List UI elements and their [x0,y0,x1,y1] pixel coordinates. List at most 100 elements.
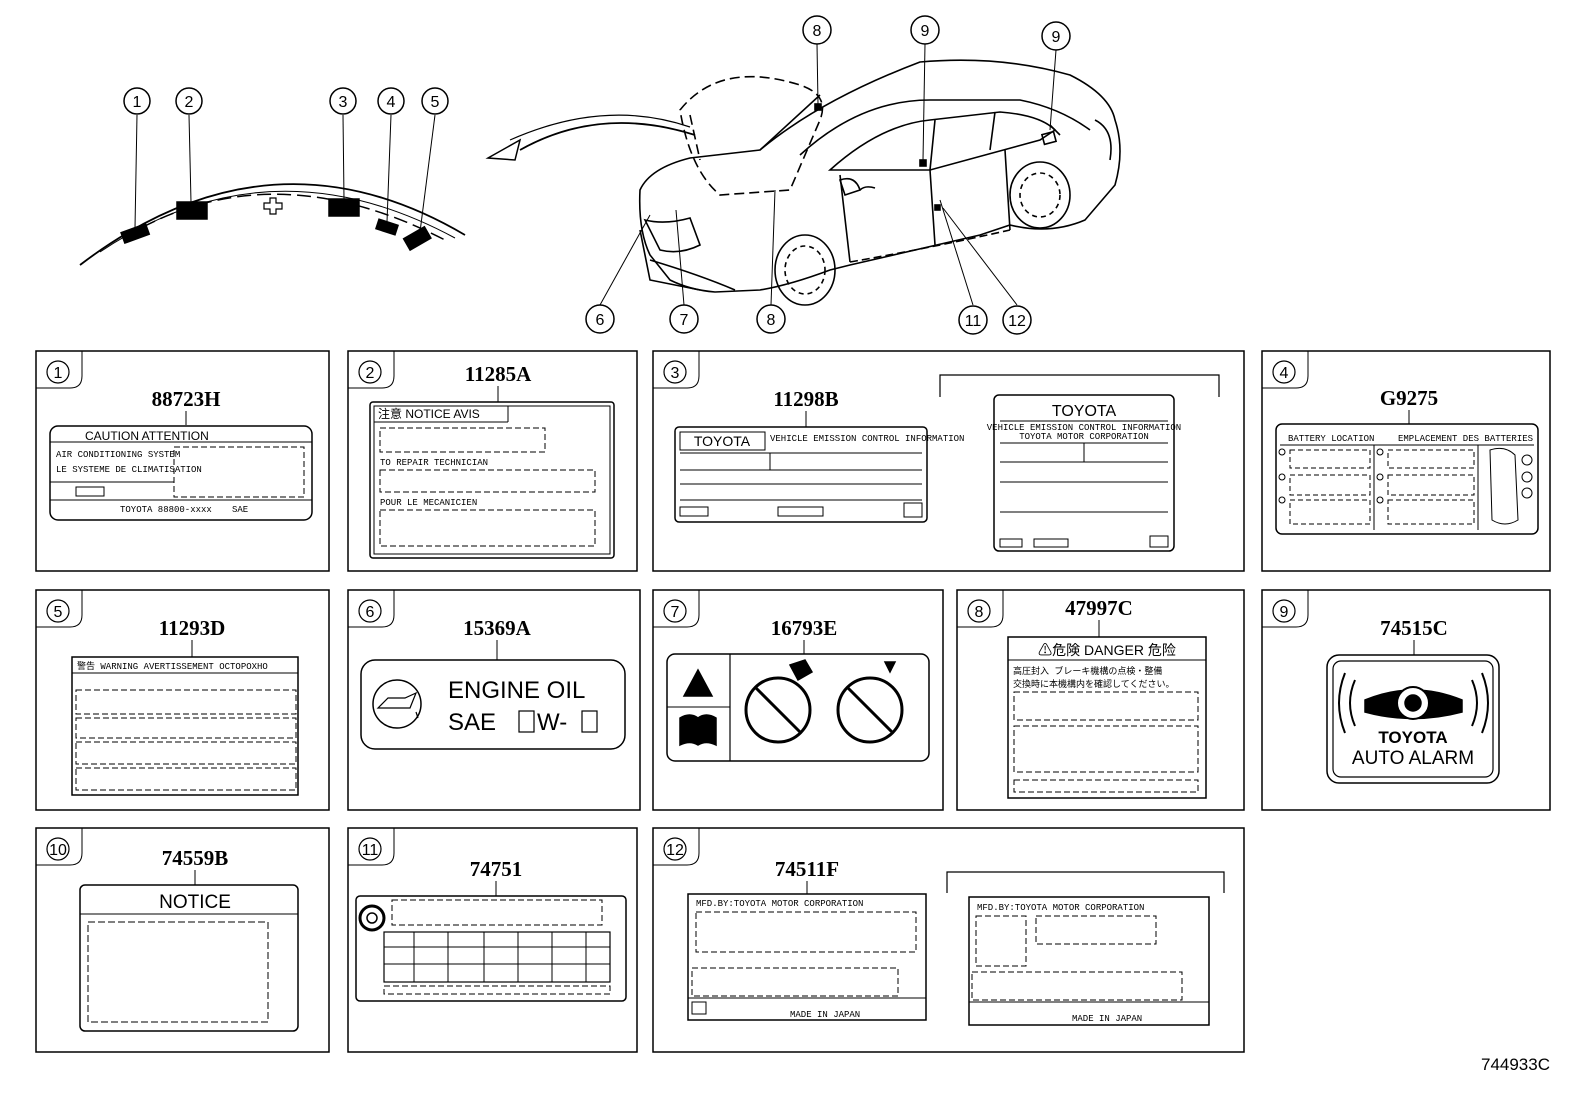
callout-1-label: 1 [133,94,142,111]
callout-6-label: 6 [596,312,605,329]
callout-10: 9 [1041,21,1071,51]
panel-8: 8 47997C ⚠危険 DANGER 危险 高圧封入 ブレーキ機構の点検・整備… [956,589,1245,811]
panel-3-emission-small: VEHICLE EMISSION CONTROL INFORMATION [770,434,964,444]
panel-3-number: 3 [671,365,680,382]
panel-4: 4 G9275 BATTERY LOCATION EMPLACEMENT DES… [1261,350,1551,572]
panel-10-part-number: 74559B [162,846,229,870]
panel-1-number: 1 [54,365,63,382]
callout-2-label: 2 [185,94,194,111]
callout-9a-label: 8 [813,23,822,40]
panel-12-mfd-2: MFD.BY:TOYOTA MOTOR CORPORATION [977,903,1144,913]
panel-5-part-number: 11293D [159,616,226,640]
panel-2-line-2: POUR LE MECANICIEN [380,498,477,508]
oil-can-icon [372,679,422,729]
panel-4-part-number: G9275 [1380,386,1438,410]
panel-2-notice-header: 注意 NOTICE AVIS [378,406,480,421]
panel-5-number: 5 [54,604,63,621]
panel-2-number: 2 [366,365,375,382]
panel-3-part-number: 11298B [773,387,838,411]
callout-3-label: 3 [339,94,348,111]
panel-11-number: 11 [362,842,379,859]
callout-10-label: 9 [1052,29,1061,46]
panel-10-number: 10 [49,842,67,859]
panel-10-notice: NOTICE [159,892,231,913]
callout-2: 2 [175,87,203,115]
panel-1-part-number: 88723H [152,387,221,411]
panel-1-line-3: TOYOTA 88800-xxxx [120,505,212,515]
manual-book-icon [679,714,717,747]
panel-2-line-1: TO REPAIR TECHNICIAN [380,458,488,468]
panel-5-warning-header: 警告 WARNING AVERTISSEMENT OCTOPOXHO [77,660,268,672]
panel-9-auto-alarm: AUTO ALARM [1352,748,1474,769]
direction-arrow [485,114,696,161]
panel-3-toyota-large: TOYOTA [1052,403,1117,420]
panel-12: 12 74511F MFD.BY:TOYOTA MOTOR CORPORATIO… [652,827,1245,1053]
callout-9b: 9 [910,15,940,45]
panel-10: 10 74559B NOTICE [35,827,330,1053]
panel-9-part-number: 74515C [1380,616,1448,640]
panel-12-part-number: 74511F [775,857,839,881]
callout-8: 8 [756,304,786,334]
illustration-code: 744933C [1481,1055,1550,1074]
panel-4-number: 4 [1280,365,1289,382]
callout-4: 4 [377,87,405,115]
car-illustration [638,59,1121,306]
panel-6-w: W- [537,709,567,736]
hood-underside-view [79,114,466,266]
callout-1: 1 [123,87,151,115]
callout-5-label: 5 [431,94,440,111]
panel-12-made-in-2: MADE IN JAPAN [1072,1014,1142,1024]
no-hand-icon [744,676,812,744]
callout-11-label: 11 [965,313,982,330]
panel-6-sae: SAE [448,709,496,736]
callout-3: 3 [329,87,357,115]
panel-1-line-1: AIR CONDITIONING SYSTEM [56,450,180,460]
callout-6: 6 [585,304,615,334]
panel-8-part-number: 47997C [1065,596,1133,620]
callout-8-label: 8 [767,312,776,329]
panel-4-line-2: EMPLACEMENT DES BATTERIES [1398,434,1533,444]
callout-4-label: 4 [387,94,396,111]
panel-1-line-2: LE SYSTEME DE CLIMATISATION [56,465,202,475]
callout-12: 12 [1002,305,1032,335]
panel-12-number: 12 [666,842,684,859]
panel-9-number: 9 [1280,604,1289,621]
panel-12-made-in-1: MADE IN JAPAN [790,1010,860,1020]
panel-8-line-1: 高圧封入 ブレーキ機構の点検・整備 [1013,665,1162,677]
callout-11: 11 [958,305,988,335]
panel-7: 7 16793E [652,589,944,811]
panel-1-caution-text: CAUTION ATTENTION [85,429,209,443]
panel-7-part-number: 16793E [771,616,838,640]
panel-9: 9 74515C TOYOTA AUTO ALARM [1261,589,1551,811]
panel-6: 6 15369A ENGINE OIL SAE W- [347,589,641,811]
panel-8-danger-header: ⚠危険 DANGER 危险 [1038,642,1176,658]
panel-3-corp: TOYOTA MOTOR CORPORATION [1019,432,1149,442]
warning-triangle-icon [682,668,714,697]
panel-11-part-number: 74751 [470,857,523,881]
panel-1: 1 88723H CAUTION ATTENTION AIR CONDITION… [35,350,330,572]
panel-4-line-1: BATTERY LOCATION [1288,434,1374,444]
callout-7: 7 [669,304,699,334]
panel-9-toyota: TOYOTA [1378,728,1447,747]
callout-7-label: 7 [680,312,689,329]
panel-3: 3 11298B TOYOTA VEHICLE EMISSION CONTROL… [652,350,1245,572]
panel-6-part-number: 15369A [463,616,532,640]
panel-8-line-2: 交換時に本機構内を確認してください。 [1013,678,1174,690]
panel-5: 5 11293D 警告 WARNING AVERTISSEMENT OCTOPO… [35,589,330,811]
callout-9b-label: 9 [921,23,930,40]
callout-5: 5 [421,87,449,115]
panel-6-engine-oil: ENGINE OIL [448,677,585,704]
panel-2: 2 11285A 注意 NOTICE AVIS TO REPAIR TECHNI… [347,350,638,572]
panel-12-mfd-1: MFD.BY:TOYOTA MOTOR CORPORATION [696,899,863,909]
panel-7-number: 7 [671,604,680,621]
panel-2-part-number: 11285A [465,362,532,386]
callout-12-label: 12 [1008,313,1026,330]
panel-8-number: 8 [975,604,984,621]
panel-3-emission-large: VEHICLE EMISSION CONTROL INFORMATION [987,423,1181,433]
panel-11: 11 74751 [347,827,638,1053]
car-callout-leaders [599,43,1057,306]
tire-icon [358,904,386,932]
panel-3-toyota-small: TOYOTA [694,433,751,449]
callout-9a: 8 [802,15,832,45]
